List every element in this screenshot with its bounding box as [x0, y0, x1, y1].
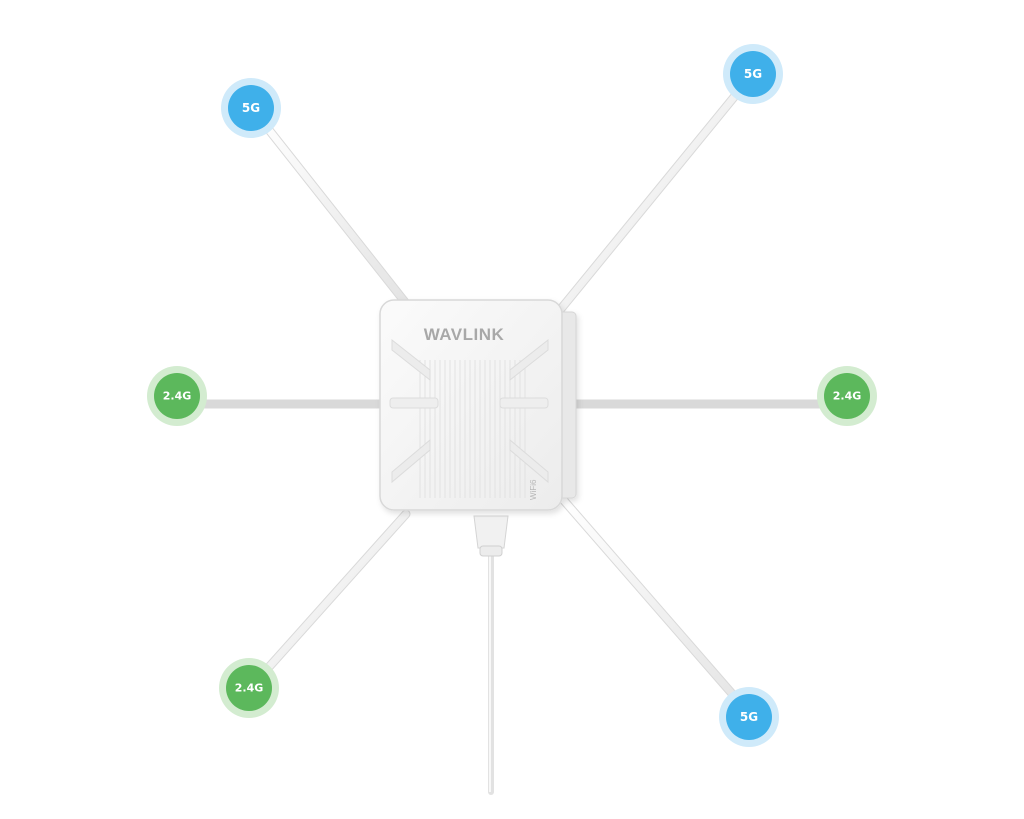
- antenna-bottom-right: [555, 491, 753, 717]
- band-badge-bottom-left: 2.4G: [219, 658, 279, 718]
- svg-text:5G: 5G: [744, 67, 762, 81]
- brand-logo: WAVLINK: [424, 325, 505, 344]
- power-cable: [473, 515, 509, 795]
- svg-text:2.4G: 2.4G: [833, 390, 862, 403]
- wifi6-mark: WiFi6: [529, 479, 538, 500]
- antenna-top-left: [253, 111, 410, 307]
- band-badge-top-left: 5G: [221, 78, 281, 138]
- antenna-bottom-left: [247, 509, 411, 691]
- band-badge-top-right: 5G: [723, 44, 783, 104]
- svg-text:5G: 5G: [740, 710, 758, 724]
- svg-text:5G: 5G: [242, 101, 260, 115]
- device-panel-ribs: [389, 338, 549, 498]
- band-badge-right: 2.4G: [817, 366, 877, 426]
- band-badge-left: 2.4G: [147, 366, 207, 426]
- svg-text:2.4G: 2.4G: [235, 682, 264, 695]
- svg-text:2.4G: 2.4G: [163, 390, 192, 403]
- antenna-top-right: [555, 75, 753, 315]
- band-badge-bottom-right: 5G: [719, 687, 779, 747]
